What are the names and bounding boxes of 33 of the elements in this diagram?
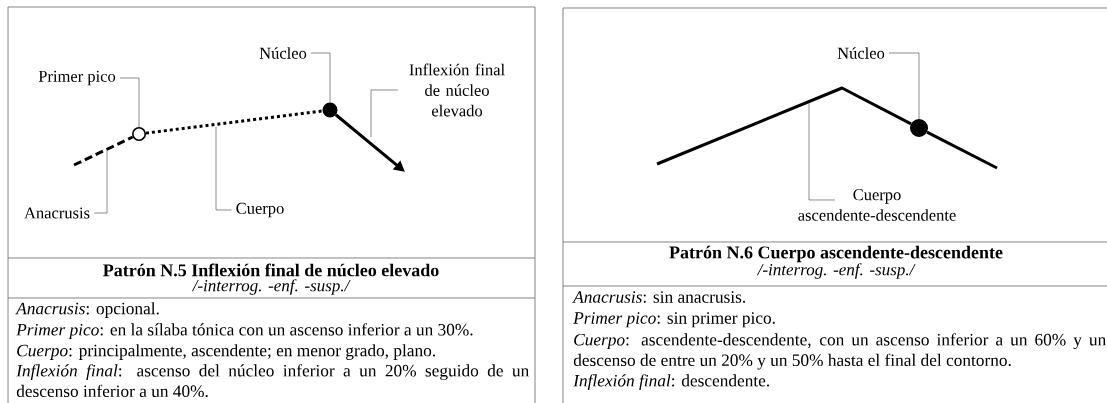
description-text: Cuerpo: ascendente-descendente, con un ascenso inferior a un 60% y un descenso de entre un 20% y un 50% hasta el final del contorno. bbox=[573, 333, 1106, 370]
callout-label: Inflexión final de núcleo elevado bbox=[409, 63, 505, 117]
leader-line bbox=[370, 89, 399, 138]
leader-line bbox=[310, 52, 331, 103]
contour-point bbox=[910, 119, 928, 137]
contour-point bbox=[132, 127, 146, 141]
leader-line bbox=[119, 77, 140, 128]
description-text: Anacrusis: opcional. bbox=[15, 302, 159, 318]
description-text: Cuerpo: principalmente, ascendente; en menor grado, plano. bbox=[17, 344, 435, 360]
panel-subtitle: /-interrog. -enf. -susp./ bbox=[756, 263, 916, 279]
callout-label: Anacrusis bbox=[24, 207, 90, 219]
leader-line bbox=[93, 149, 108, 214]
description-text: Anacrusis: sin anacrusis. bbox=[572, 291, 746, 303]
callout-label: Núcleo bbox=[259, 47, 307, 59]
callout-label: Núcleo bbox=[837, 47, 885, 59]
description-text: Primer pico: sin primer pico. bbox=[573, 312, 775, 328]
callout-label: Primer pico bbox=[38, 70, 116, 86]
panel-subtitle: /-interrog. -enf. -susp./ bbox=[191, 279, 351, 295]
leader-line bbox=[215, 126, 232, 211]
contour-line bbox=[73, 135, 134, 167]
leader-line bbox=[808, 102, 836, 201]
contour-line bbox=[656, 86, 912, 166]
panel-title: Patrón N.5 Inflexión final de núcleo elevado bbox=[103, 263, 439, 277]
contour-point bbox=[322, 102, 338, 118]
callout-label: Cuerpo ascendente-descendente bbox=[798, 189, 956, 221]
description-text: Inflexión final: ascenso del núcleo inferior a un 20% seguido de un descenso inferior a un 40%. bbox=[16, 364, 529, 398]
description-text: Inflexión final: descendente. bbox=[573, 374, 770, 391]
callout-label: Cuerpo bbox=[236, 202, 284, 218]
leader-line bbox=[888, 52, 920, 120]
contour-line bbox=[926, 130, 998, 170]
panel-title: Patrón N.6 Cuerpo ascendente-descendente bbox=[669, 245, 1003, 263]
contour-line bbox=[145, 109, 323, 135]
description-text: Primer pico: en la sílaba tónica con un ascenso inferior a un 30%. bbox=[16, 323, 473, 340]
